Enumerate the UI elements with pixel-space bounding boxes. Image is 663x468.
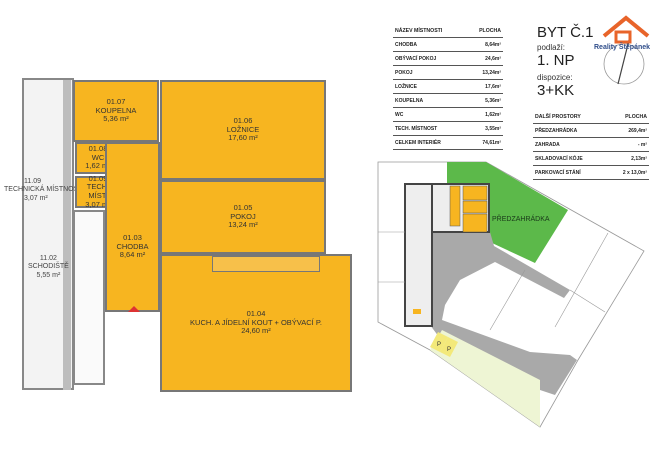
wall [63,80,71,390]
floor-value: 1. NP [537,52,575,69]
unit-highlight [462,200,488,214]
col-header: NÁZEV MÍSTNOSTI [393,24,467,38]
neighbor-room-stairs: 11.02 SCHODIŠTĚ 5,55 m² [28,255,69,280]
table-row: ZAHRADA- m² [533,137,649,152]
col-header: PLOCHA [608,110,649,124]
compass-house-icon [602,15,650,85]
col-header: DALŠÍ PROSTORY [533,110,609,124]
room-name: SCHODIŠTĚ [28,263,69,271]
col-header: PLOCHA [466,24,503,38]
kitchen-counter [212,256,320,272]
garden-label: PŘEDZAHRÁDKA [492,214,550,223]
unit-info: BYT Č.1 podlaží: 1. NP dispozice: 3+KK [537,24,593,99]
parking-label: P [437,342,441,348]
room-area: 3,07 m² [24,194,48,202]
unit-title: BYT Č.1 [537,24,594,41]
parking-strip [430,330,540,427]
stair-area [73,210,105,385]
building [404,183,433,327]
unit-highlight [462,185,488,201]
storage-highlight [413,309,421,314]
parking-space-1 [430,332,448,352]
room-area: 5,55 m² [36,271,61,279]
entrance-arrow-icon [128,306,140,312]
logo-text: Reality Štěpánek [594,44,651,51]
layout-label: dispozice: [537,73,573,82]
layout-value: 3+KK [537,82,575,99]
room-id: 11.02 [39,255,57,262]
room-id: 11.09 [24,178,41,185]
unit-highlight [462,213,488,233]
unit-highlight [449,185,461,227]
logo: Reality Štěpánek [594,14,662,86]
room-name: TECHNICKÁ MÍSTNOST [4,186,83,194]
neighbor-room-tech: 11.09 TECHNICKÁ MÍSTNOST 3,07 m² [4,178,83,203]
parking-space-2 [440,337,458,357]
floor-label: podlaží: [537,43,566,52]
parking-label: P [447,347,451,353]
